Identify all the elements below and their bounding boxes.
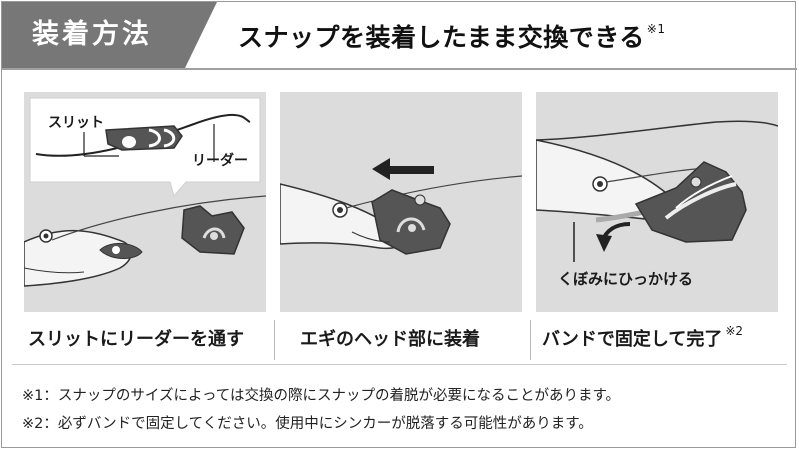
footnote-2: ※2：必ずバンドで固定してください。使用中にシンカーが脱落する可能性があります。 [22,416,593,432]
section-tag: 装着方法 [2,2,217,68]
label-leader: リーダー [192,153,248,169]
step-3-caption-text: バンドで固定して完了 [542,329,723,350]
step-1-illustration: スリット リーダー [24,92,266,312]
header: 装着方法 スナップを装着したまま交換できる※1 [2,2,797,70]
step-2-caption: エギのヘッド部に装着 [300,325,480,351]
notes-divider [12,364,787,365]
headline-footnote-mark: ※1 [646,22,666,36]
step-2-caption-text: エギのヘッド部に装着 [300,329,480,350]
caption-divider [530,320,531,360]
step-3-footnote-mark: ※2 [725,324,744,338]
step-3-caption: バンドで固定して完了※2 [542,324,744,351]
caption-divider [274,320,275,360]
headline-text: スナップを装着したまま交換できる [238,23,645,52]
step-2-illustration [280,92,522,312]
step-3-illustration: くぼみにひっかける [536,92,778,312]
step-1-caption: スリットにリーダーを通す [28,325,244,351]
label-recess: くぼみにひっかける [558,270,694,288]
section-tag-label: 装着方法 [32,19,152,50]
step-1-caption-text: スリットにリーダーを通す [28,329,244,350]
label-slit: スリット [48,115,104,131]
footnote-1: ※1：スナップのサイズによっては交換の際にスナップの着脱が必要になることがありま… [22,388,621,404]
headline: スナップを装着したまま交換できる※1 [238,18,665,54]
